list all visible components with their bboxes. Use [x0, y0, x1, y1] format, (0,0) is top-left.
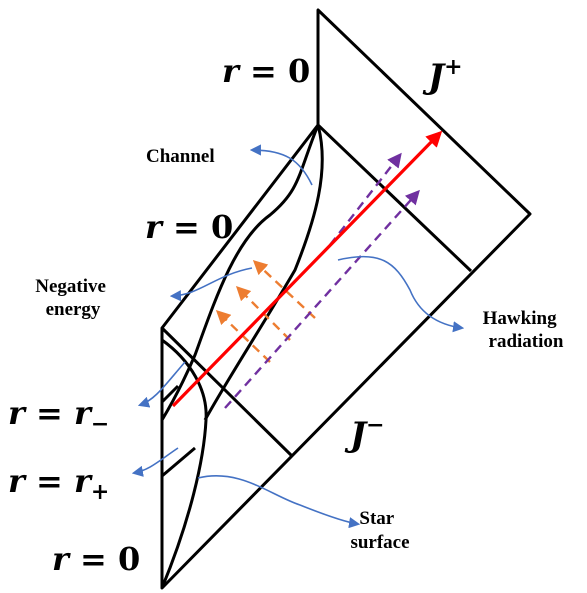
negative-energy-line-2: energy	[46, 299, 101, 320]
hawking-radiation-ray	[171, 130, 443, 408]
label-scri-plus: J+	[422, 54, 463, 97]
star-line-2: surface	[350, 532, 409, 553]
label-r-plus: r = r+	[8, 462, 109, 505]
label-r0-mid: r = 0	[145, 208, 233, 246]
channel-pointer	[249, 144, 313, 186]
r-plus-pointer	[131, 447, 179, 477]
annotation-negative-energy: Negative energy	[35, 276, 110, 320]
hawking-line-2: radiation	[489, 331, 564, 352]
hawking-pointer	[337, 255, 465, 333]
annotation-channel: Channel	[146, 146, 215, 167]
left-tick-lower	[161, 446, 196, 478]
outgoing-rays	[224, 152, 420, 409]
outer-boundary	[160, 8, 532, 590]
channel-curve-left	[160, 124, 320, 421]
ingoing-ray-1	[252, 260, 316, 319]
annotation-star-surface: Star surface	[350, 508, 409, 553]
r-minus-pointer	[137, 361, 186, 408]
hawking-line-1: Hawking	[483, 308, 557, 329]
outgoing-ray-2	[224, 189, 420, 409]
label-scri-minus: J−	[344, 412, 385, 455]
label-r0-bottom: r = 0	[52, 540, 140, 578]
inner-horizon	[160, 326, 294, 458]
outer-horizon	[316, 123, 473, 273]
negative-energy-line-1: Negative	[35, 276, 106, 297]
channel-curve-right	[203, 124, 324, 421]
left-tick-upper	[160, 384, 180, 404]
label-r0-top: r = 0	[222, 52, 310, 90]
ingoing-ray-3	[215, 310, 271, 363]
star-line-1: Star	[359, 508, 394, 529]
negative-energy-pointer	[169, 267, 253, 302]
star-surface-curve	[160, 338, 208, 589]
diagram-frame	[160, 8, 532, 590]
outgoing-ray-1	[329, 152, 402, 246]
star-surface-pointer	[197, 475, 361, 529]
pointer-curves	[131, 144, 465, 529]
label-r-minus: r = r−	[8, 394, 109, 437]
annotation-hawking-radiation: Hawking radiation	[483, 308, 564, 352]
